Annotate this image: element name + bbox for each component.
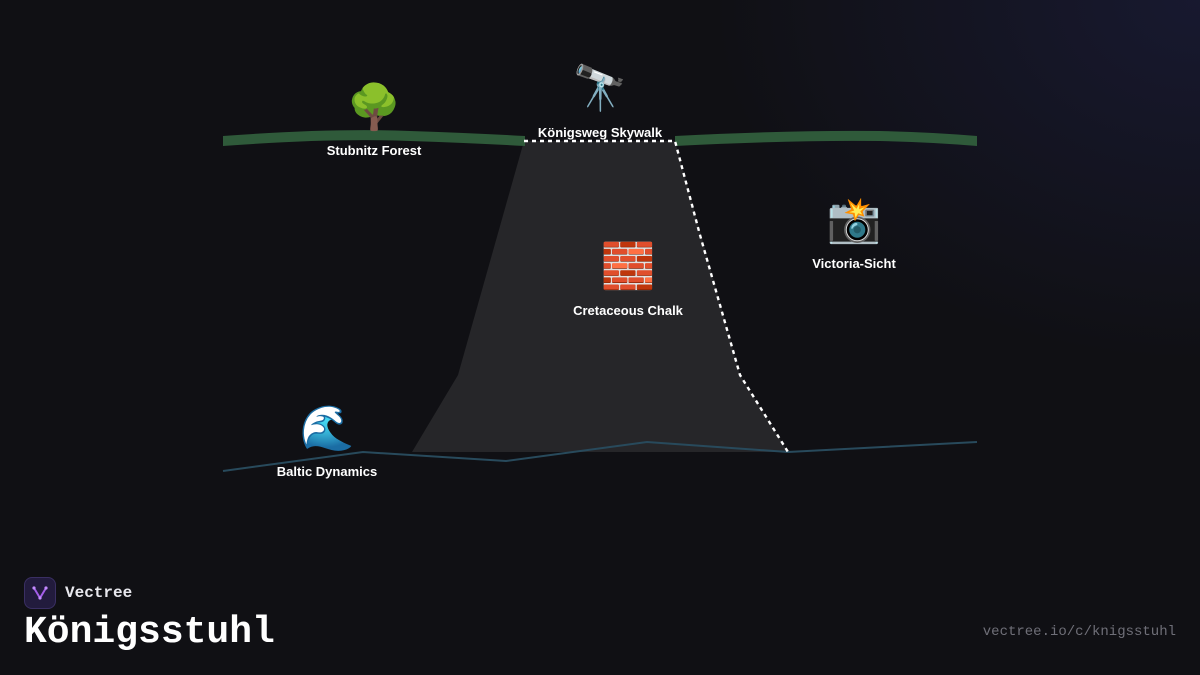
telescope-icon: 🔭 <box>572 63 628 114</box>
brand-name: Vectree <box>65 584 133 602</box>
skywalk-path <box>524 139 790 453</box>
page-url[interactable]: vectree.io/c/knigsstuhl <box>982 624 1176 640</box>
node-label-victoria-sicht: Victoria-Sicht <box>812 256 896 271</box>
vectree-logo-icon <box>24 577 56 609</box>
tree-icon: 🌳 <box>346 82 402 133</box>
brick-icon: 🧱 <box>600 241 656 292</box>
grass-edge-right <box>675 130 977 146</box>
wave-icon: 🌊 <box>299 403 355 454</box>
camera-flash-icon: 📸 <box>826 195 882 246</box>
node-label-cretaceous-chalk: Cretaceous Chalk <box>573 303 683 318</box>
brand: Vectree <box>24 577 132 609</box>
grass-edge-left <box>223 130 525 146</box>
chalk-cliff-shape <box>412 141 788 452</box>
node-label-koenigsweg-skywalk: Königsweg Skywalk <box>537 125 663 140</box>
node-label-baltic-dynamics: Baltic Dynamics <box>276 464 378 479</box>
node-label-stubnitz-forest: Stubnitz Forest <box>326 143 422 158</box>
water-line <box>222 440 978 472</box>
page-title: Königsstuhl <box>24 611 275 654</box>
